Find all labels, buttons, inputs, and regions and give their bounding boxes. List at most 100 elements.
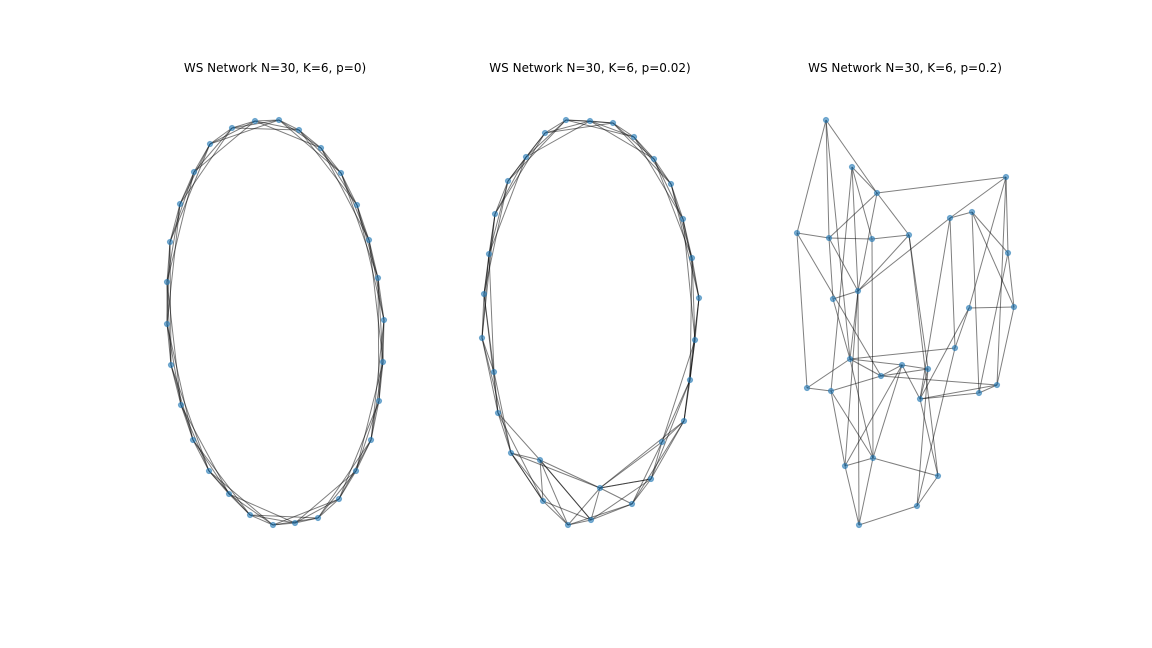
network-edge [298, 129, 342, 174]
network-edge [880, 375, 998, 386]
network-edge [876, 192, 910, 236]
network-node [317, 144, 325, 152]
network-node [522, 153, 530, 161]
network-edge [908, 234, 939, 477]
network-edge [599, 478, 652, 489]
network-edge [539, 459, 569, 526]
network-edge [828, 237, 834, 300]
network-edge [481, 213, 496, 339]
network-edge [510, 452, 544, 502]
network-node [841, 462, 849, 470]
network-edge [338, 400, 380, 500]
network-node [564, 521, 572, 529]
network-node [680, 417, 688, 425]
network-node [679, 215, 687, 223]
network-edge [949, 211, 973, 219]
network-edge [231, 127, 300, 131]
network-edge [599, 420, 685, 489]
network-edge [919, 368, 929, 400]
network-edge [825, 119, 830, 239]
node-layer [163, 116, 388, 529]
node-layer [793, 116, 1018, 529]
network-node [176, 200, 184, 208]
network-edge [317, 498, 340, 519]
network-edge [278, 119, 322, 149]
network-node [873, 189, 881, 197]
network-node [206, 140, 214, 148]
network-edge [857, 192, 878, 292]
network-edge [971, 211, 980, 394]
network-edge [249, 514, 274, 526]
network-edge [377, 277, 385, 321]
network-edge [368, 239, 384, 363]
network-node [353, 201, 361, 209]
network-edge [919, 384, 998, 400]
network-edge [488, 156, 527, 255]
network-node [628, 500, 636, 508]
network-node [1002, 173, 1010, 181]
network-edge [858, 505, 918, 526]
network-edge [377, 277, 384, 363]
network-edge [590, 478, 652, 521]
network-edge [971, 211, 1015, 308]
network-edge [871, 238, 874, 459]
network-edge [370, 400, 380, 441]
network-node [587, 516, 595, 524]
network-edge [254, 119, 280, 122]
network-node [167, 361, 175, 369]
network-edge [796, 232, 830, 239]
network-edge [682, 218, 696, 341]
network-edge [567, 487, 601, 526]
network-edge [650, 441, 663, 480]
network-node [951, 344, 959, 352]
network-edge [633, 136, 684, 220]
network-edge [298, 129, 322, 149]
network-edge [228, 493, 296, 524]
network-edge [481, 337, 499, 414]
network-edge [493, 371, 512, 454]
network-node [934, 472, 942, 480]
network-edge [825, 119, 878, 194]
network-edge [228, 493, 274, 526]
panel-p002: WS Network N=30, K=6, p=0.02) [478, 61, 703, 529]
network-edge [880, 368, 929, 377]
network-edge [978, 384, 998, 394]
network-edge [851, 166, 859, 292]
network-node [1010, 303, 1018, 311]
network-edge [488, 180, 509, 255]
network-edge [1007, 252, 1015, 308]
network-node [822, 116, 830, 124]
network-edge [683, 379, 691, 422]
network-node [916, 395, 924, 403]
network-node [869, 454, 877, 462]
network-node [335, 495, 343, 503]
network-edge [1005, 176, 1009, 254]
edge-layer [796, 119, 1015, 526]
network-edge [949, 217, 956, 349]
network-node [968, 208, 976, 216]
network-node [596, 484, 604, 492]
network-edge [691, 257, 696, 341]
network-node [337, 169, 345, 177]
network-edge [166, 171, 195, 283]
network-node [189, 436, 197, 444]
network-edge [320, 147, 342, 174]
network-edge [231, 120, 256, 129]
network-node [667, 180, 675, 188]
network-node [695, 294, 703, 302]
network-edge [338, 470, 357, 500]
network-node [269, 521, 277, 529]
network-node [163, 320, 171, 328]
network-node [562, 116, 570, 124]
network-edge [340, 172, 379, 279]
network-edge [599, 487, 633, 505]
network-edge [996, 306, 1015, 386]
panel-p0: WS Network N=30, K=6, p=0) [163, 61, 388, 529]
network-edge [901, 364, 929, 370]
network-edge [249, 514, 296, 524]
network-edge [968, 306, 1015, 309]
network-edge [565, 119, 635, 138]
network-edge [166, 203, 181, 283]
network-edge [166, 241, 171, 283]
